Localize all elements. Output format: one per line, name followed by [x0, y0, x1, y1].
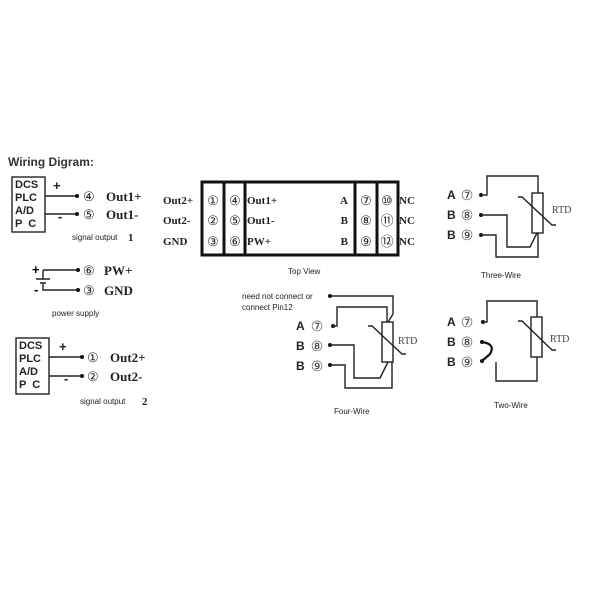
left-label: Out2-: [163, 215, 191, 227]
right-label: NC: [399, 195, 415, 207]
dcs-plc-box: [11, 176, 46, 233]
pin-label: PW+: [104, 263, 132, 278]
rtd-resistor-icon: [531, 192, 544, 234]
pin-number: ⑧: [461, 207, 474, 223]
rtd-resistor-icon: [530, 316, 543, 358]
rtd-label: RTD: [550, 334, 569, 345]
inner-label: PW+: [247, 236, 271, 248]
pin-number: ②: [207, 213, 219, 228]
inner-label: Out1+: [247, 195, 277, 207]
pin-number: ⑧: [461, 334, 474, 350]
pin-number: ⑦: [360, 193, 372, 208]
pin-letter: A: [447, 188, 456, 202]
pin-number: ⑨: [311, 358, 324, 374]
pin-number: ⑨: [360, 234, 372, 249]
two-wire-diagram: A B B ⑦ ⑧ ⑨ RTD Two-Wire: [447, 300, 569, 410]
pin-number: ⑧: [311, 338, 324, 354]
pin-letter: B: [296, 359, 305, 373]
signal-output-2: DCS PLC A/D P C + - ① Out2+ ② Out2- sign…: [15, 337, 148, 408]
pin-number: ①: [207, 193, 219, 208]
pin-letter: A: [447, 315, 456, 329]
pin-number: ④: [229, 193, 241, 208]
inner-label: Out1-: [247, 215, 275, 227]
left-label: GND: [163, 236, 188, 248]
pin-letter: B: [447, 355, 456, 369]
plus-sign: +: [59, 339, 67, 354]
inner-label: B: [341, 236, 349, 248]
three-wire-diagram: A B B ⑦ ⑧ ⑨ RTD Three-Wire: [447, 175, 571, 280]
power-supply: + - ⑥ PW+ ③ GND power supply: [32, 262, 133, 318]
battery-icon: [36, 269, 78, 291]
minus-sign: -: [64, 371, 68, 386]
pin-letter: B: [447, 335, 456, 349]
box-line: PLC: [15, 192, 37, 204]
four-wire-diagram: need not connect or connect Pin12 A B B …: [242, 292, 417, 416]
pin-label: Out1-: [106, 207, 139, 222]
pin-number: ③: [207, 234, 219, 249]
box-line: A/D: [15, 205, 34, 217]
pin-number: ⑥: [83, 263, 95, 278]
caption-number: 2: [142, 396, 148, 408]
box-line: P C: [19, 379, 40, 391]
pin-number: ⑧: [360, 213, 372, 228]
pin-number: ⑥: [229, 234, 241, 249]
pin-letter: B: [447, 228, 456, 242]
caption: Three-Wire: [481, 271, 522, 280]
signal-output-1: DCS PLC A/D P C + - ④ Out1+ ⑤ Out1- sign…: [11, 176, 142, 244]
inner-label: A: [340, 195, 348, 207]
right-label: NC: [399, 215, 415, 227]
pin-number: ⑫: [380, 234, 393, 249]
pin-number: ⑤: [229, 213, 241, 228]
note-text: connect Pin12: [242, 303, 293, 312]
pin-number: ④: [83, 189, 95, 204]
terminal-dot: [75, 194, 79, 198]
pin-number: ⑤: [83, 207, 95, 222]
note-text: need not connect or: [242, 292, 313, 301]
pin-number: ①: [87, 350, 99, 365]
box-line: A/D: [19, 366, 38, 378]
box-line: DCS: [15, 179, 38, 191]
pin-label: Out1+: [106, 189, 142, 204]
pin-letter: A: [296, 319, 305, 333]
top-view-module: Out2+ Out2- GND Out1+ Out1- PW+ A B B NC…: [163, 180, 415, 276]
pin-number: ⑨: [461, 354, 474, 370]
pin-number: ⑦: [461, 314, 474, 330]
caption: power supply: [52, 309, 99, 318]
dcs-plc-box: [15, 337, 50, 395]
rtd-label: RTD: [398, 336, 417, 347]
pin-number: ⑦: [311, 318, 324, 334]
pin-number: ⑪: [380, 213, 393, 228]
pin-number: ②: [87, 369, 99, 384]
caption: Four-Wire: [334, 407, 370, 416]
box-line: DCS: [19, 340, 42, 352]
caption: signal output: [80, 397, 126, 406]
plus-sign: +: [53, 178, 61, 193]
pin-label: Out2+: [110, 350, 146, 365]
inner-label: B: [341, 215, 349, 227]
pin-number: ⑦: [461, 187, 474, 203]
pin-letter: B: [296, 339, 305, 353]
box-line: P C: [15, 218, 36, 230]
left-label: Out2+: [163, 195, 193, 207]
plus-sign: +: [32, 262, 40, 277]
minus-sign: -: [58, 209, 62, 224]
pin-label: GND: [104, 283, 133, 298]
caption-number: 1: [128, 232, 134, 244]
pin-letter: B: [447, 208, 456, 222]
caption: Top View: [288, 267, 321, 276]
pin-number: ⑨: [461, 227, 474, 243]
jumper-wire: [481, 340, 493, 362]
caption: Two-Wire: [494, 401, 528, 410]
rtd-label: RTD: [552, 205, 571, 216]
rtd-resistor-icon: [381, 321, 394, 363]
caption: signal output: [72, 233, 118, 242]
diagram-title: Wiring Digram:: [8, 155, 94, 169]
minus-sign: -: [34, 282, 38, 297]
pin-label: Out2-: [110, 369, 143, 384]
terminal-dot: [75, 212, 79, 216]
pin-number: ⑩: [381, 193, 393, 208]
right-label: NC: [399, 236, 415, 248]
box-line: PLC: [19, 353, 41, 365]
pin-number: ③: [83, 283, 95, 298]
